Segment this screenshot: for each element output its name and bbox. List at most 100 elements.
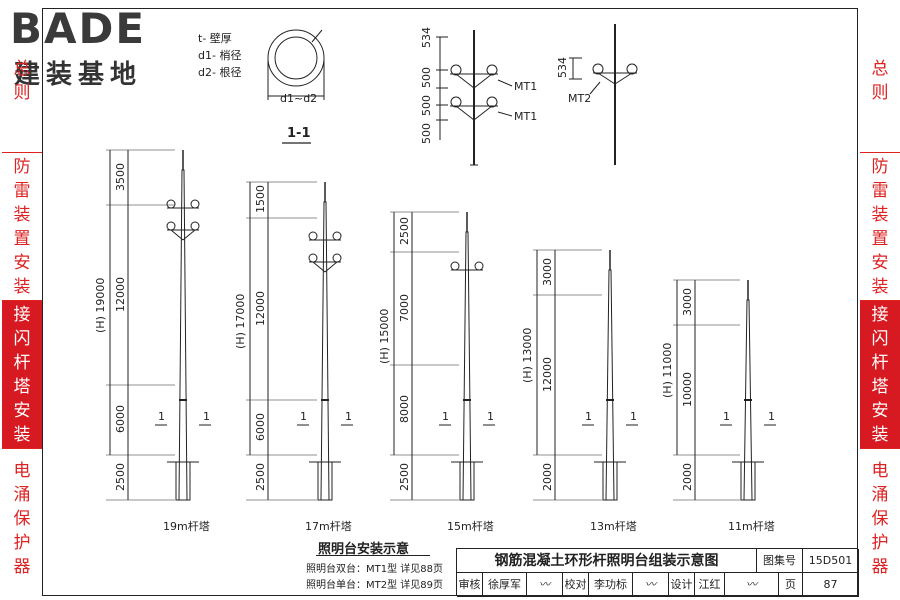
pole-shaft: [178, 169, 188, 501]
section-title: 1-1: [287, 126, 311, 141]
segment-dim-label: 12000: [114, 276, 127, 312]
mount-dim-2: 500: [420, 67, 433, 88]
section-mark-right: 1: [203, 410, 210, 423]
lamp-brace: [182, 229, 196, 241]
diameter-dim-label: d1~d2: [280, 92, 318, 105]
side-tab-char: 塔: [871, 376, 889, 397]
designer-name: 江红: [695, 573, 725, 597]
side-tab-3[interactable]: 电涌保护器: [860, 448, 900, 588]
mount-dim-4: 500: [420, 123, 433, 144]
tower-caption: 15m杆塔: [447, 520, 494, 533]
checker-signature: 〰: [633, 573, 669, 597]
lamp-icon: [190, 199, 200, 209]
side-tab-1[interactable]: 防雷装置安装: [860, 152, 900, 300]
side-tab-char: 器: [13, 556, 31, 577]
foundation: [602, 461, 618, 501]
logo-word: BADE: [10, 4, 147, 53]
checker-name: 李功标: [589, 573, 633, 597]
section-mark-left: 1: [723, 410, 730, 423]
mount-detail-mt1: [436, 30, 513, 166]
side-tab-char: 安: [871, 252, 889, 273]
side-tab-char: 安: [13, 252, 31, 273]
side-tab-char: 则: [13, 83, 31, 103]
title-block: 钢筋混凝土环形杆照明台组装示意图 图集号 15D501 审核 徐厚军 〰 校对 …: [456, 548, 859, 597]
side-tab-char: 接: [13, 304, 31, 325]
lamp-icon: [332, 231, 342, 241]
side-tab-char: 塔: [13, 376, 31, 397]
side-tab-char: 护: [13, 532, 31, 553]
foundation: [459, 461, 475, 501]
segment-dim-label: 3000: [681, 287, 694, 316]
tower-height-label: (H) 13000: [521, 327, 534, 383]
atlas-number: 15D501: [803, 549, 859, 573]
mount-detail-mt2: [569, 24, 638, 165]
side-tab-char: 装: [871, 424, 889, 445]
atlas-label: 图集号: [757, 549, 803, 573]
side-tab-2[interactable]: 接闪杆塔安装: [860, 300, 900, 448]
side-tab-0[interactable]: 总则: [2, 10, 42, 152]
side-tab-char: 装: [871, 204, 889, 225]
pole-shaft: [320, 201, 330, 501]
segment-dim-label: 12000: [541, 356, 554, 392]
side-tab-2[interactable]: 接闪杆塔安装: [2, 300, 42, 448]
mt1-label-upper: MT1: [514, 80, 538, 93]
side-tab-1[interactable]: 防雷装置安装: [2, 152, 42, 300]
lamp-icon: [308, 231, 318, 241]
lamp-icon: [190, 221, 200, 231]
side-tab-char: 防: [871, 156, 889, 177]
foundation: [740, 461, 756, 501]
side-tab-char: 涌: [871, 484, 889, 505]
review-label: 审核: [457, 573, 483, 597]
side-tab-char: 闪: [871, 328, 889, 349]
notes-line-1: 照明台双台：MT1型 详见88页: [306, 564, 444, 575]
side-tab-char: 总: [871, 59, 889, 79]
side-tab-3[interactable]: 电涌保护器: [2, 448, 42, 588]
side-tab-char: 杆: [871, 352, 889, 373]
designer-signature: 〰: [725, 573, 779, 597]
section-mark-right: 1: [768, 410, 775, 423]
tower-caption: 11m杆塔: [728, 520, 775, 533]
side-tab-char: 杆: [13, 352, 31, 373]
legend-item: d1- 梢径: [198, 49, 242, 62]
check-label: 校对: [563, 573, 589, 597]
segment-dim-label: 2000: [681, 462, 694, 491]
page-number: 87: [803, 573, 859, 597]
segment-dim-label: 2500: [398, 462, 411, 491]
tower-caption: 19m杆塔: [163, 520, 210, 533]
lamp-icon: [450, 261, 460, 271]
section-mark-right: 1: [487, 410, 494, 423]
logo: BADE 建装基地: [10, 6, 175, 96]
lamp-icon: [166, 199, 176, 209]
side-tab-char: 置: [13, 228, 31, 249]
mount-dim-1: 534: [420, 27, 433, 48]
side-tab-0[interactable]: 总则: [860, 10, 900, 152]
reviewer-signature: 〰: [527, 573, 563, 597]
segment-dim-label: 12000: [254, 290, 267, 326]
section-mark-left: 1: [158, 410, 165, 423]
lamp-icon: [166, 221, 176, 231]
lamp-brace: [170, 229, 184, 241]
section-mark-right: 1: [630, 410, 637, 423]
side-tab-char: 总: [13, 59, 31, 79]
side-tab-char: 器: [871, 556, 889, 577]
section-mark-right: 1: [345, 410, 352, 423]
segment-dim-label: 8000: [398, 395, 411, 424]
foundation: [175, 461, 191, 501]
side-tab-char: 闪: [13, 328, 31, 349]
foundation: [317, 461, 333, 501]
tower-height-label: (H) 15000: [378, 308, 391, 364]
drawing-title: 钢筋混凝土环形杆照明台组装示意图: [457, 549, 757, 573]
pole-shaft: [462, 231, 472, 501]
mount-dim-3: 500: [420, 95, 433, 116]
lamp-brace: [312, 261, 326, 273]
segment-dim-label: 10000: [681, 371, 694, 407]
legend-item: d2- 根径: [198, 66, 242, 79]
side-tab-char: 安: [13, 400, 31, 421]
side-tab-char: 装: [871, 276, 889, 297]
side-tab-char: 雷: [871, 180, 889, 201]
section-mark-left: 1: [300, 410, 307, 423]
side-tab-char: 置: [871, 228, 889, 249]
side-tab-char: 安: [871, 400, 889, 421]
segment-dim-label: 3500: [114, 162, 127, 191]
